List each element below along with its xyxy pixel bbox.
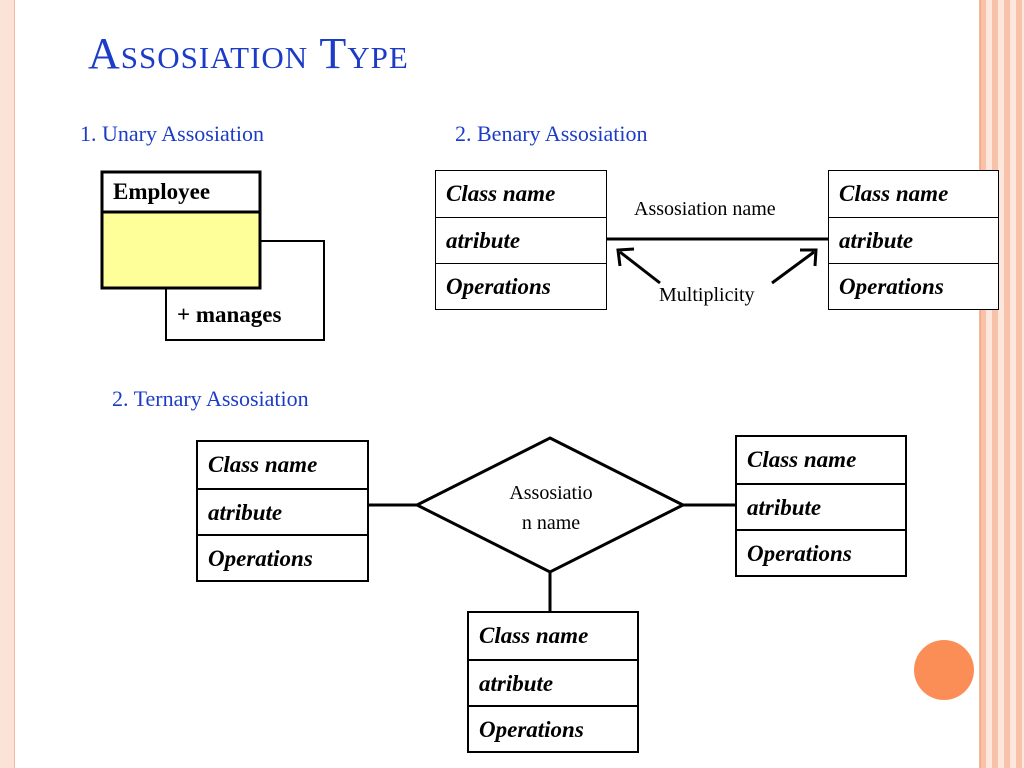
ternary-right-class: Class name atribute Operations — [735, 435, 907, 577]
ternary-diamond — [413, 436, 687, 574]
slide-left-border — [0, 0, 15, 768]
unary-label: 1. Unary Assosiation — [80, 121, 264, 146]
ternary-association-name-line1: Assosiatio — [509, 482, 593, 504]
multiplicity-label: Multiplicity — [659, 284, 755, 306]
employee-body-box — [100, 210, 262, 290]
slide-right-border — [979, 0, 1024, 768]
multiplicity-arrowhead-left — [616, 247, 635, 267]
operations-cell: Operations — [829, 263, 998, 309]
class-name-cell: Class name — [208, 452, 318, 477]
class-name-cell: Class name — [479, 623, 589, 648]
binary-association-name: Assosiation name — [634, 198, 776, 220]
manages-role-label: + manages — [177, 302, 282, 327]
attribute-cell: atribute — [198, 488, 367, 534]
binary-label: 2. Benary Assosiation — [455, 121, 648, 146]
ternary-left-class: Class name atribute Operations — [196, 440, 369, 582]
employee-class-name: Employee — [113, 179, 211, 204]
employee-header-box — [100, 170, 262, 214]
attribute-cell: atribute — [469, 659, 637, 705]
binary-left-class: Class name atribute Operations — [435, 170, 607, 310]
slide-right-border-line — [980, 0, 981, 768]
accent-dot — [914, 640, 974, 700]
class-name-cell: Class name — [747, 447, 857, 472]
attribute-cell: atribute — [436, 217, 606, 263]
class-name-cell: Class name — [446, 181, 556, 206]
class-name-cell: Class name — [839, 181, 949, 206]
multiplicity-arrowhead-right — [800, 248, 818, 267]
operations-cell: Operations — [436, 263, 606, 309]
ternary-bottom-class: Class name atribute Operations — [467, 611, 639, 753]
multiplicity-arrow-left — [619, 250, 661, 285]
attribute-cell: atribute — [829, 217, 998, 263]
operations-cell: Operations — [737, 529, 905, 575]
ternary-label: 2. Ternary Assosiation — [112, 386, 309, 411]
attribute-cell: atribute — [737, 483, 905, 529]
ternary-association-name-line2: n name — [521, 512, 581, 534]
multiplicity-arrow-right — [771, 250, 815, 285]
operations-cell: Operations — [198, 534, 367, 580]
operations-cell: Operations — [469, 705, 637, 751]
binary-right-class: Class name atribute Operations — [828, 170, 999, 310]
slide-title: Assosiation Type — [88, 29, 409, 78]
